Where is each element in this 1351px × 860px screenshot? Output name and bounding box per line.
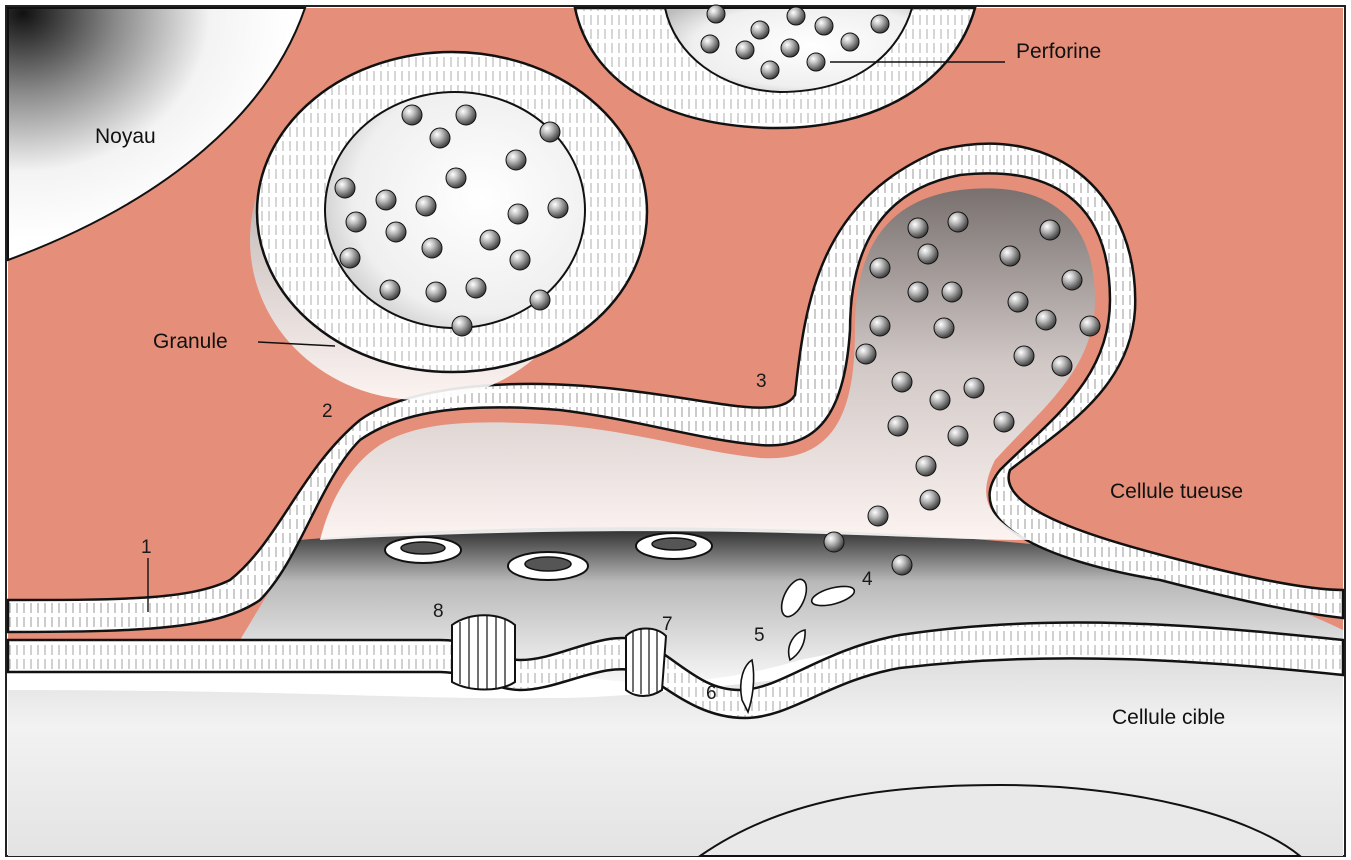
step-8: 8 — [433, 601, 444, 622]
pore-step7 — [626, 629, 666, 697]
step-3: 3 — [756, 371, 767, 392]
label-granule: Granule — [153, 330, 228, 353]
pore-step8 — [452, 615, 515, 690]
label-perforine: Perforine — [1016, 40, 1101, 63]
step-7: 7 — [662, 614, 673, 635]
label-noyau: Noyau — [95, 125, 156, 148]
label-cellule-tueuse: Cellule tueuse — [1110, 480, 1243, 503]
step-2: 2 — [322, 401, 333, 422]
step-1: 1 — [141, 537, 152, 558]
step-6: 6 — [706, 683, 717, 704]
label-cellule-cible: Cellule cible — [1112, 706, 1225, 729]
step-4: 4 — [862, 569, 873, 590]
step-5: 5 — [754, 625, 765, 646]
